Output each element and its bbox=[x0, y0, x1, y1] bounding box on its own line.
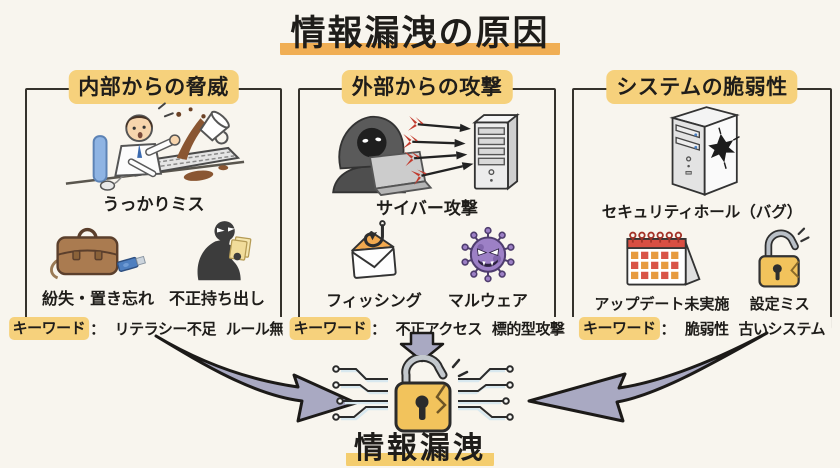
section-external-attacks: 外部からの攻撃 bbox=[282, 70, 572, 340]
item-label: 不正持ち出し bbox=[168, 291, 265, 308]
swoosh-arrow-right-icon bbox=[505, 327, 773, 425]
item-label: アップデート未実施 bbox=[594, 296, 730, 313]
keyword-tag: キーワード bbox=[289, 317, 371, 340]
list-item: 設定ミス bbox=[750, 226, 810, 314]
briefcase-usb-icon bbox=[48, 218, 148, 282]
item-label: マルウェア bbox=[447, 293, 528, 310]
item-label: 設定ミス bbox=[749, 296, 810, 313]
page-title: 情報漏洩の原因 bbox=[0, 5, 840, 57]
item-label: 紛失・置き忘れ bbox=[41, 291, 154, 308]
keyword-term: ルール無視 bbox=[225, 321, 299, 338]
keyword-term: 古いシステム bbox=[738, 321, 826, 338]
coffee-spill-icon bbox=[60, 102, 248, 192]
keyword-term: リテラシー不足 bbox=[114, 321, 217, 338]
phishing-hook-icon bbox=[343, 218, 405, 284]
section-system-vulnerabilities: システムの脆弱性 セキュリティホール（バグ） bbox=[571, 70, 833, 340]
result-title: 情報漏洩 bbox=[0, 423, 840, 468]
list-item: 紛失・置き忘れ bbox=[42, 218, 154, 309]
keyword-tag: キーワード bbox=[578, 317, 660, 340]
keyword-colon: ： bbox=[90, 321, 105, 338]
open-padlock-circuit-icon bbox=[330, 355, 516, 435]
list-item: フィッシング bbox=[326, 218, 422, 311]
down-arrow-icon bbox=[399, 331, 445, 363]
section-internal-threats: 内部からの脅威 bbox=[1, 70, 306, 340]
item-label: フィッシング bbox=[326, 293, 422, 310]
keyword-colon: ： bbox=[660, 321, 675, 338]
keyword-row: キーワード： リテラシー不足ルール無視 bbox=[1, 317, 306, 340]
list-item: 不正持ち出し bbox=[169, 216, 265, 309]
section-header: 外部からの攻撃 bbox=[341, 70, 513, 104]
section-header: 内部からの脅威 bbox=[68, 70, 239, 104]
keyword-term: 脆弱性 bbox=[684, 321, 729, 338]
item-label: サイバー攻撃 bbox=[376, 199, 478, 218]
keyword-colon: ： bbox=[371, 321, 386, 338]
list-item: アップデート未実施 bbox=[594, 228, 729, 314]
cracked-server-icon bbox=[646, 100, 758, 200]
calendar-icon bbox=[616, 228, 708, 290]
malware-virus-icon bbox=[457, 222, 519, 284]
list-item: マルウェア bbox=[448, 222, 528, 311]
item-label: セキュリティホール（バグ） bbox=[601, 204, 803, 221]
item-label: うっかりミス bbox=[102, 195, 205, 214]
keyword-term: 標的型攻撃 bbox=[491, 321, 565, 338]
keyword-row: キーワード：不正アクセス標的型攻撃 bbox=[282, 317, 572, 340]
section-header: システムの脆弱性 bbox=[606, 70, 798, 104]
keyword-tag: キーワード bbox=[8, 317, 90, 340]
broken-padlock-icon bbox=[750, 226, 810, 290]
hacker-attack-icon bbox=[316, 104, 538, 196]
thief-icon bbox=[174, 216, 260, 282]
